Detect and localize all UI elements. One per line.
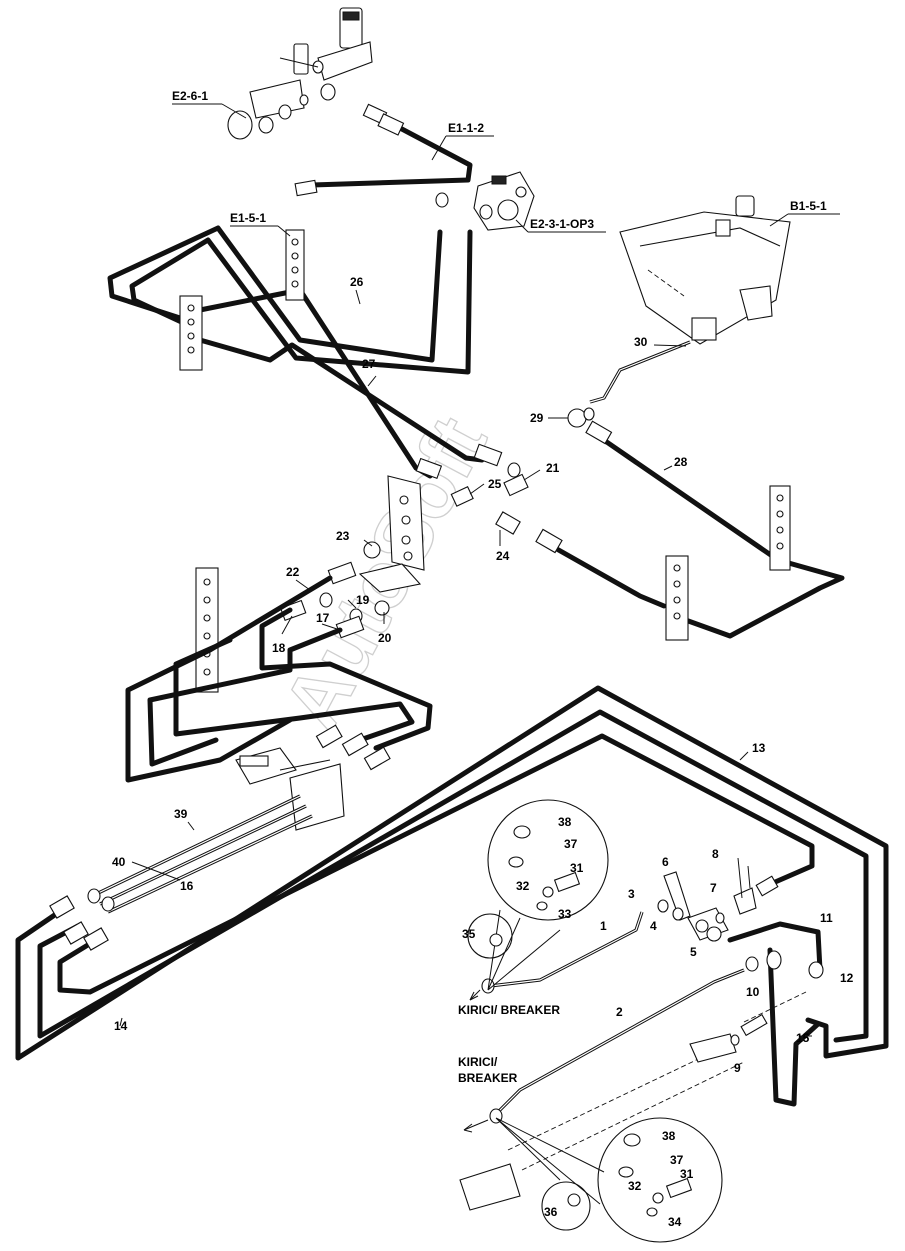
top-valve-assembly [227,7,373,140]
manifold-block-right [769,485,791,571]
item-10: 10 [746,985,760,999]
item-36: 36 [544,1205,558,1219]
item-18: 18 [272,641,286,655]
item-34: 34 [668,1215,682,1229]
item-27: 27 [362,357,376,371]
item-30: 30 [634,335,648,349]
breaker-label-2-line2: BREAKER [458,1071,518,1085]
ref-b1-5-1: B1-5-1 [790,199,827,213]
pipe-1 [469,911,644,1001]
item-32b: 32 [628,1179,642,1193]
item-37a: 37 [564,837,578,851]
pipe-30 [567,340,691,428]
manifold-block-mid [665,555,689,641]
item-28: 28 [674,455,688,469]
ref-e2-3-1-op3: E2-3-1-OP3 [530,217,594,231]
item-6: 6 [662,855,669,869]
item-9: 9 [734,1061,741,1075]
item-number-labels: 26 27 30 29 28 21 25 23 24 22 19 17 20 1… [112,275,854,1229]
ref-e1-1-2: E1-1-2 [448,121,484,135]
item-35: 35 [462,927,476,941]
item-33: 33 [558,907,572,921]
item-11: 11 [820,911,833,925]
item-5: 5 [690,945,697,959]
manifold-block-left [179,295,203,371]
item-32a: 32 [516,879,530,893]
manifold-block-vertical [195,567,219,693]
pipe-e1-1-2 [294,103,473,208]
hose-11 [727,921,824,979]
item-25: 25 [488,477,502,491]
control-valve-e2-3-1 [473,171,535,231]
item-37b: 37 [670,1153,684,1167]
item-21: 21 [546,461,560,475]
item-15: 15 [796,1031,810,1045]
reference-labels: E2-6-1 E1-1-2 E1-5-1 E2-3-1-OP3 B1-5-1 [172,89,827,231]
central-bracket [279,475,425,639]
item-4: 4 [650,919,657,933]
fittings-lower-bracket [315,724,391,771]
item-13: 13 [752,741,766,755]
ref-e1-5-1: E1-5-1 [230,211,266,225]
leader-lines [119,103,840,1037]
item-17: 17 [316,611,330,625]
item-14: 14 [114,1019,128,1033]
item-19: 19 [356,593,370,607]
hose-14-end-fittings [49,895,109,951]
item-20: 20 [378,631,392,645]
hose-28 [585,420,845,639]
item-12: 12 [840,971,854,985]
item-26: 26 [350,275,364,289]
item-40: 40 [112,855,126,869]
hydraulic-tank-b1-5-1 [619,195,791,345]
item-24: 24 [496,549,510,563]
item-3: 3 [628,887,635,901]
boom-outline [459,991,807,1211]
item-31a: 31 [570,861,584,875]
clamp-assembly [235,747,345,831]
hose-24-line [495,511,667,609]
item-8: 8 [712,847,719,861]
item-2: 2 [616,1005,623,1019]
item-31b: 31 [680,1167,694,1181]
detail-circle-lower [495,1117,723,1243]
item-38b: 38 [662,1129,676,1143]
pipe-2 [463,968,745,1133]
item-23: 23 [336,529,350,543]
item-39: 39 [174,807,188,821]
breaker-valve [657,857,779,942]
item-7: 7 [710,881,717,895]
hose-bundle-26 [107,225,473,375]
item-16: 16 [180,879,194,893]
item-38a: 38 [558,815,572,829]
item-22: 22 [286,565,300,579]
hose-loop-17-18-22 [125,575,433,783]
breaker-label-1: KIRICI/ BREAKER [458,1003,560,1017]
hose-13-14-15-loop [15,685,889,1107]
fittings-21-25 [415,443,529,507]
breaker-notes: KIRICI/ BREAKER KIRICI/ BREAKER [458,1003,560,1085]
breaker-label-2-line1: KIRICI/ [458,1055,498,1069]
ref-e2-6-1: E2-6-1 [172,89,208,103]
item-29: 29 [530,411,544,425]
detail-circle-upper [467,799,609,991]
manifold-block-e1-5-1 [285,229,305,301]
item-1: 1 [600,919,607,933]
rods-16-39-40 [87,794,313,914]
